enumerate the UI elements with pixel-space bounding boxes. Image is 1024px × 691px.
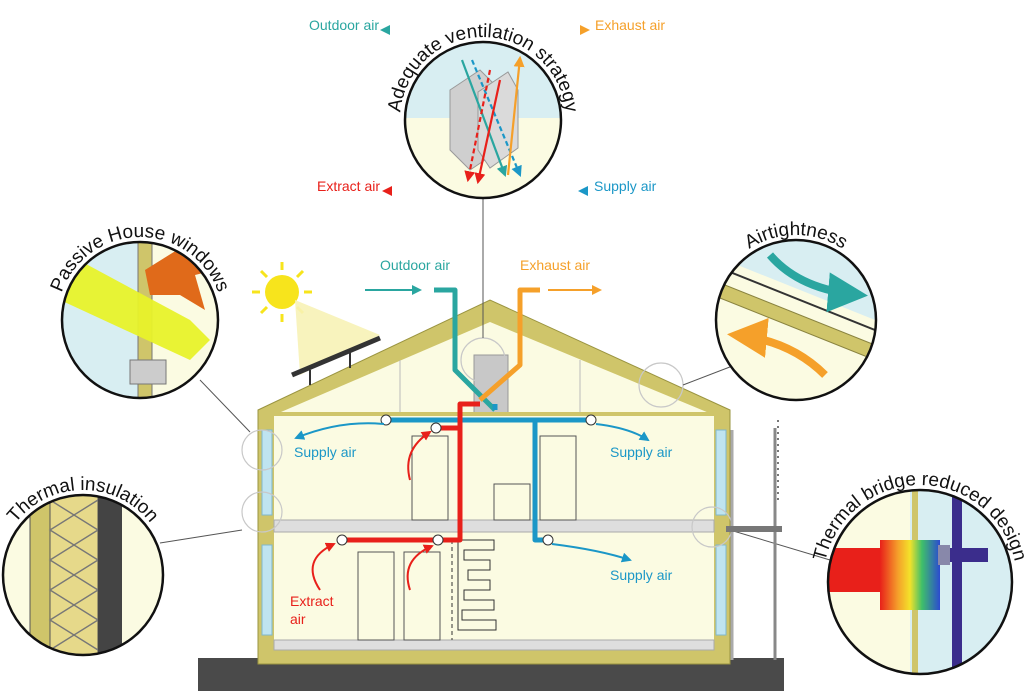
house-extract-air-label-1: Extract bbox=[290, 593, 334, 609]
balcony bbox=[726, 420, 782, 660]
house-exhaust-air-label: Exhaust air bbox=[520, 257, 590, 273]
house bbox=[257, 299, 731, 665]
callout-ventilation: Adequate ventilation strategy Outdoor ai… bbox=[309, 17, 665, 200]
callout-airtightness: Airtightness bbox=[714, 219, 878, 402]
attic-floor bbox=[274, 412, 714, 416]
duct-outdoor-air bbox=[434, 287, 497, 412]
sun-icon bbox=[252, 262, 380, 375]
vent-exhaust-arrow-icon bbox=[580, 25, 590, 35]
solar-panel-icon bbox=[291, 335, 381, 385]
vent-supply-air-label: Supply air bbox=[594, 178, 657, 194]
fan-valve-icon bbox=[336, 414, 597, 546]
ground-floor bbox=[273, 639, 715, 651]
vent-outdoor-arrow-icon bbox=[380, 25, 390, 35]
detail-markers bbox=[241, 337, 733, 548]
vent-exhaust-air-label: Exhaust air bbox=[595, 17, 665, 33]
ducts bbox=[340, 285, 602, 543]
heat-exchanger-icon bbox=[449, 55, 525, 185]
callout-thermal-bridge: Thermal bridge reduced design bbox=[810, 469, 1024, 676]
door-lower-1 bbox=[357, 551, 395, 641]
vent-outdoor-air-label: Outdoor air bbox=[309, 17, 379, 33]
vent-supply-arrow-icon bbox=[578, 186, 588, 196]
vent-extract-arrow-icon bbox=[382, 186, 392, 196]
vent-extract-air-label: Extract air bbox=[317, 178, 380, 194]
window-right-upper bbox=[715, 429, 727, 516]
door-upper-mid bbox=[493, 483, 531, 521]
window-right-lower bbox=[715, 544, 727, 636]
window-left-upper bbox=[261, 429, 273, 516]
house-supply-air-lower-label: Supply air bbox=[610, 567, 673, 583]
stairs bbox=[457, 539, 497, 631]
house-outdoor-air-label: Outdoor air bbox=[380, 257, 450, 273]
house-supply-air-left-label: Supply air bbox=[294, 444, 357, 460]
callout-windows: Passive House windows bbox=[47, 221, 233, 400]
duct-extract-air bbox=[340, 401, 480, 543]
callout-insulation: Thermal insulation bbox=[1, 474, 165, 657]
house-supply-air-right-label: Supply air bbox=[610, 444, 673, 460]
door-upper-right bbox=[539, 435, 577, 521]
leader-lines bbox=[159, 198, 831, 561]
duct-exhaust-air bbox=[478, 287, 540, 402]
window-left-lower bbox=[261, 544, 273, 636]
house-extract-air-label-2: air bbox=[290, 611, 306, 627]
middle-floor bbox=[273, 519, 715, 533]
